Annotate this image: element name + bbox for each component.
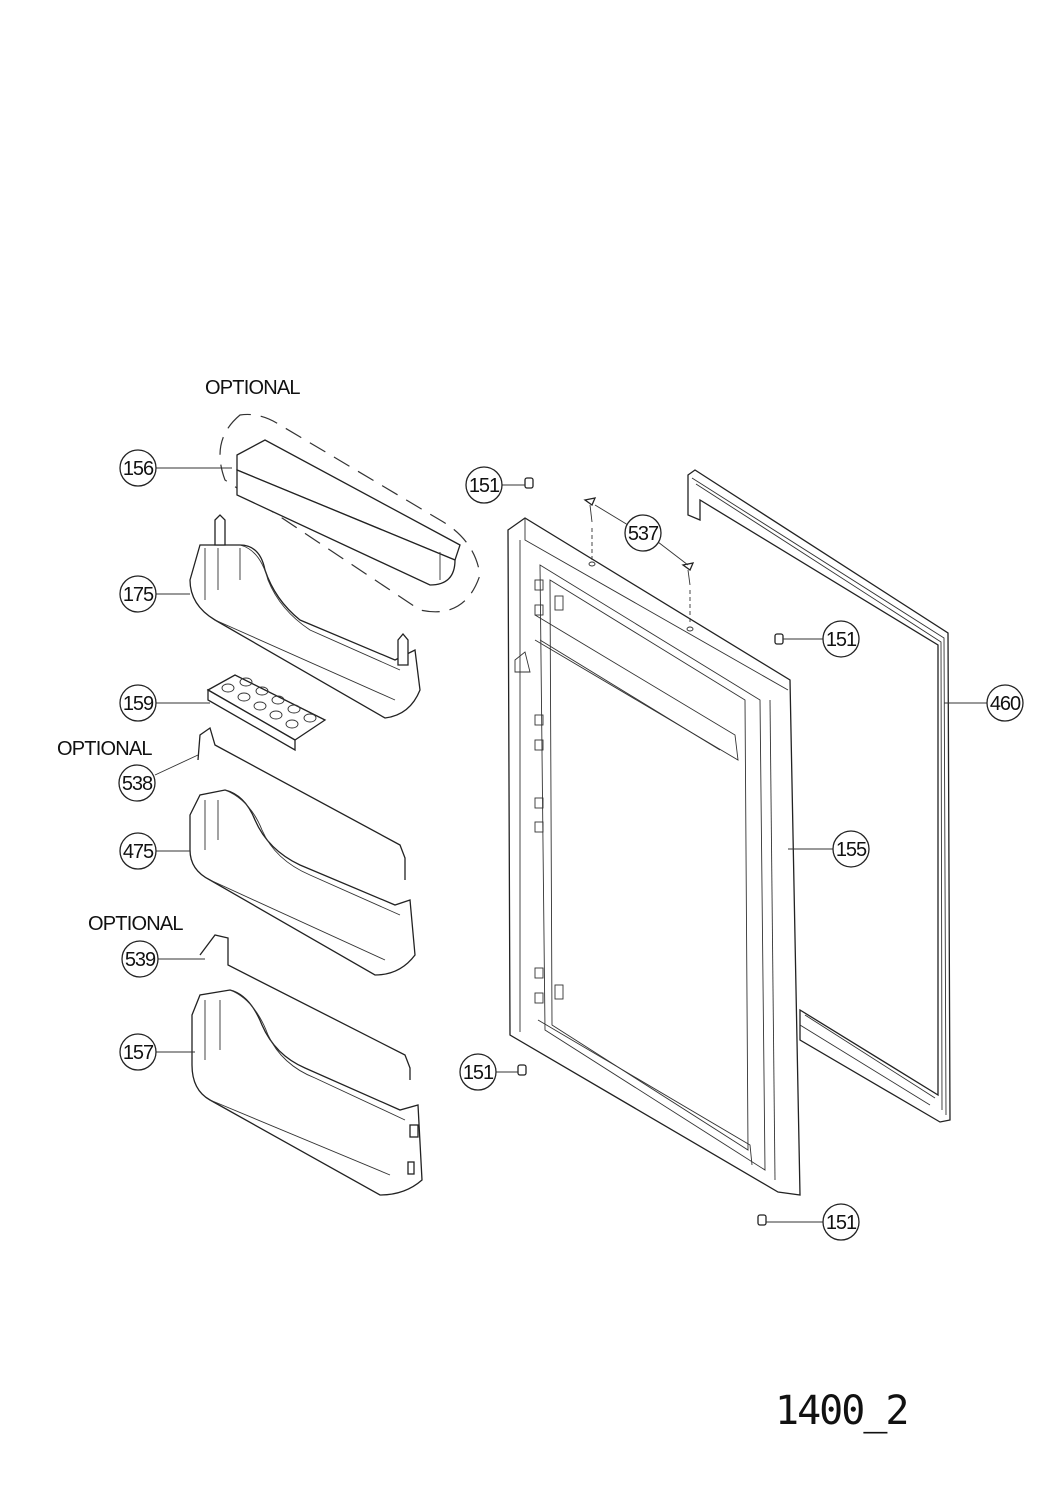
door-bin-cover-156 xyxy=(219,413,481,613)
callout-159: 159 xyxy=(123,693,154,715)
callout-151-top: 151 xyxy=(469,475,500,497)
optional-label-lower: OPTIONAL xyxy=(88,913,183,935)
callout-151-bottom-right: 151 xyxy=(826,1212,857,1234)
callout-156: 156 xyxy=(123,458,154,480)
egg-tray-159 xyxy=(206,674,327,752)
door-bin-157 xyxy=(191,989,423,1196)
callout-circles xyxy=(118,449,1024,1241)
leader-lines xyxy=(154,467,987,1223)
callout-157: 157 xyxy=(123,1042,154,1064)
door-bin-175 xyxy=(189,514,421,719)
door-bin-475 xyxy=(189,789,416,976)
optional-label-top: OPTIONAL xyxy=(205,377,300,399)
drawing-code: 1400_2 xyxy=(775,1388,908,1434)
screws-537 xyxy=(583,497,695,632)
wire-rail-539 xyxy=(199,934,411,1080)
callout-151-right: 151 xyxy=(826,629,857,651)
hinge-caps-151 xyxy=(517,477,784,1226)
callout-538: 538 xyxy=(122,773,153,795)
callout-175: 175 xyxy=(123,584,154,606)
optional-label-middle: OPTIONAL xyxy=(57,738,152,760)
callout-475: 475 xyxy=(123,841,154,863)
door-gasket-460 xyxy=(687,469,951,1123)
callout-537: 537 xyxy=(628,523,659,545)
callout-155: 155 xyxy=(836,839,867,861)
callout-460: 460 xyxy=(990,693,1021,715)
wire-rail-538 xyxy=(197,726,406,880)
callout-539: 539 xyxy=(125,949,156,971)
door-liner-155 xyxy=(507,517,801,1196)
callout-151-bottom-left: 151 xyxy=(463,1062,494,1084)
